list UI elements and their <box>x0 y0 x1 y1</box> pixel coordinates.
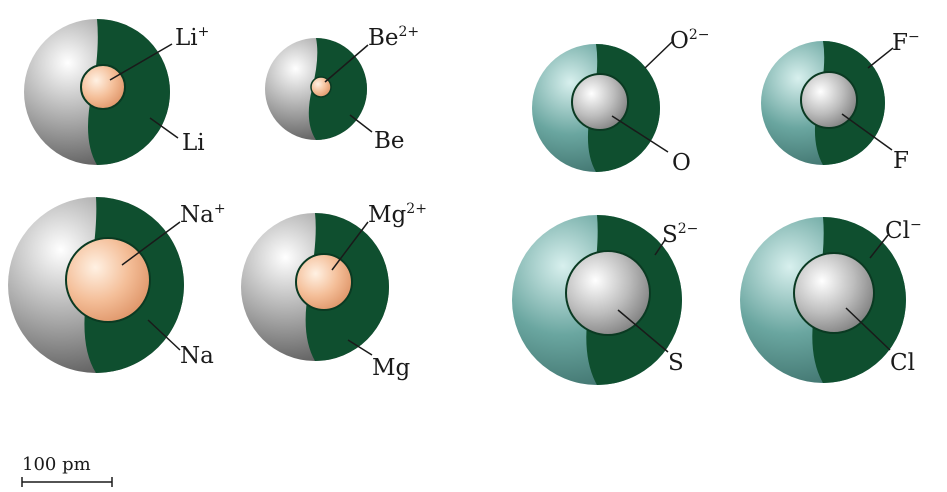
atom-o-group: O2− O <box>532 27 710 176</box>
leader-atom-mg <box>347 339 373 356</box>
atom-f-group: F− F <box>761 29 920 174</box>
atom-label-cl: Cl <box>890 350 915 376</box>
leader-atom-f <box>841 113 893 151</box>
ion-core-na <box>65 237 151 323</box>
leader-atom-s <box>617 309 669 353</box>
atom-be-group: Be2+ Be <box>265 24 419 154</box>
leader-ion-o <box>644 41 673 69</box>
ion-core-o <box>571 73 629 131</box>
leader-atom-o <box>611 115 669 153</box>
leader-atom-cl <box>845 307 891 351</box>
atom-s-group: S2− S <box>512 215 698 385</box>
atom-li-group: Li+ Li <box>24 19 209 165</box>
ion-label-li: Li+ <box>175 24 209 51</box>
ion-label-f: F− <box>892 29 920 56</box>
leader-ion-f <box>867 47 894 69</box>
ion-label-cl: Cl− <box>885 217 922 244</box>
scale-bar-label: 100 pm <box>22 454 91 475</box>
atom-label-na: Na <box>180 343 214 369</box>
atom-label-li: Li <box>182 130 205 156</box>
leader-atom-na <box>147 319 181 351</box>
atom-label-s: S <box>668 350 684 376</box>
leader-ion-s <box>654 239 666 256</box>
ion-label-mg: Mg2+ <box>368 201 427 228</box>
ion-label-na: Na+ <box>180 201 226 228</box>
leader-ion-cl <box>869 234 889 259</box>
cutaway-shell-be <box>308 38 367 140</box>
atom-cl-group: Cl− Cl <box>740 217 922 383</box>
ion-label-be: Be2+ <box>368 24 419 51</box>
cutaway-shell-li <box>88 19 170 165</box>
ion-label-o: O2− <box>670 27 710 54</box>
atom-label-mg: Mg <box>372 355 411 381</box>
leader-ion-mg <box>331 221 369 271</box>
atom-label-be: Be <box>374 128 405 154</box>
leader-ion-be <box>324 44 369 83</box>
atom-label-f: F <box>893 148 909 174</box>
scale-bar: 100 pm <box>21 454 113 487</box>
ion-core-mg <box>295 253 353 311</box>
atom-mg-group: Mg2+ Mg <box>241 201 427 381</box>
atom-label-o: O <box>672 150 691 176</box>
atom-na-group: Na+ Na <box>8 197 226 373</box>
leader-atom-li <box>149 117 179 139</box>
ion-core-s <box>565 250 651 336</box>
leader-ion-na <box>121 221 181 266</box>
ion-core-cl <box>793 252 875 334</box>
ion-label-s: S2− <box>662 221 698 248</box>
ion-core-li <box>80 64 126 110</box>
leader-atom-be <box>349 114 373 133</box>
leader-ion-li <box>109 43 173 81</box>
